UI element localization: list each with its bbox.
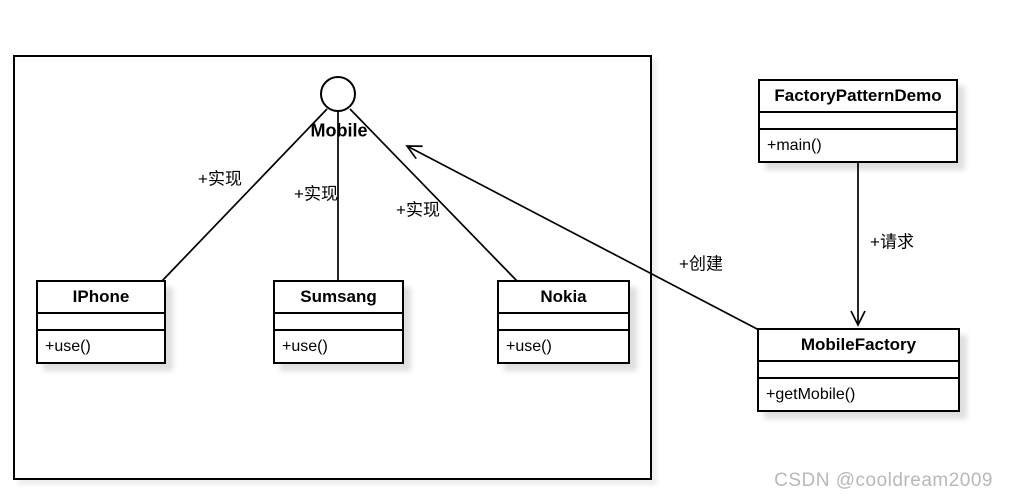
class-box-iphone: IPhone +use() bbox=[36, 280, 166, 364]
class-method: +use() bbox=[282, 338, 328, 355]
class-box-mobilefactory: MobileFactory +getMobile() bbox=[757, 328, 960, 412]
system-boundary-box bbox=[13, 55, 652, 480]
edge-label-create: +创建 bbox=[679, 254, 723, 274]
edge-label-realize-sumsang: +实现 bbox=[294, 184, 338, 204]
class-box-factorypatterndemo: FactoryPatternDemo +main() bbox=[758, 79, 958, 163]
class-attributes-compartment bbox=[759, 362, 958, 379]
edge-label-realize-iphone: +实现 bbox=[198, 169, 242, 189]
class-name: IPhone bbox=[38, 282, 164, 314]
class-name: FactoryPatternDemo bbox=[760, 81, 956, 113]
watermark: CSDN @cooldream2009 bbox=[774, 470, 993, 491]
class-method: +getMobile() bbox=[766, 386, 856, 403]
class-method: +use() bbox=[506, 338, 552, 355]
class-attributes-compartment bbox=[38, 314, 164, 331]
class-attributes-compartment bbox=[275, 314, 402, 331]
class-method: +main() bbox=[767, 137, 822, 154]
class-name: Nokia bbox=[499, 282, 628, 314]
class-attributes-compartment bbox=[760, 113, 956, 130]
class-name: MobileFactory bbox=[759, 330, 958, 362]
class-method: +use() bbox=[45, 338, 91, 355]
interface-name-label: Mobile bbox=[310, 120, 368, 141]
edge-label-request: +请求 bbox=[870, 232, 914, 252]
class-name: Sumsang bbox=[275, 282, 402, 314]
class-box-sumsang: Sumsang +use() bbox=[273, 280, 404, 364]
class-attributes-compartment bbox=[499, 314, 628, 331]
class-box-nokia: Nokia +use() bbox=[497, 280, 630, 364]
edge-label-realize-nokia: +实现 bbox=[396, 200, 440, 220]
